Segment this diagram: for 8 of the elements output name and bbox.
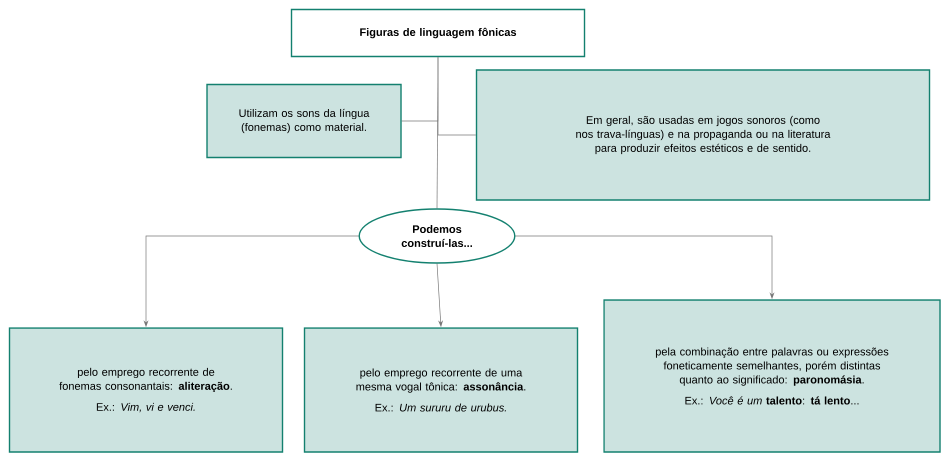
text-box: pelo emprego recorrente de uma mesma vogal tônica: assonância. Ex.: Um sururu de urubus. [304, 327, 578, 453]
connector [436, 56, 438, 209]
text-box: Em geral, são usadas em jogos sonoros (como nos trava-línguas) e na propaganda ou na literatura para produzir efeitos estéticos e de sentido. [476, 69, 930, 201]
text-box: Utilizam os sons da língua (fonemas) como material. [206, 84, 402, 158]
title-box: Figuras de linguagem fônicas [290, 8, 586, 58]
text-box: pela combinação entre palavras ou expressões foneticamente semelhantes, porém distintas quanto ao significado: paronomásia. Ex.: Você é um talento: tá lento... [603, 299, 941, 453]
ellipse-node: Podemos construí-las... [358, 208, 516, 264]
text-box: pelo emprego recorrente de fonemas consonantais: aliteração. Ex.: Vim, vi e venci. [8, 327, 284, 453]
